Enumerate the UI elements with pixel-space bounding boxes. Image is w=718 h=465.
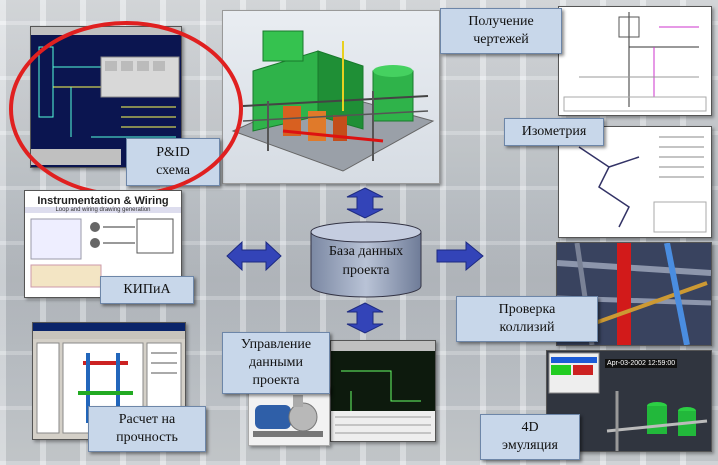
arrow-right	[436, 240, 484, 272]
plant-3d-model-image	[222, 10, 440, 184]
collision-check-label: Проверка коллизий	[456, 296, 598, 342]
pid-label: P&ID схема	[126, 138, 220, 186]
data-management-label: Управление данными проекта	[222, 332, 330, 394]
database-label: База данных проекта	[328, 244, 404, 278]
drawings-image	[558, 6, 712, 116]
data-management-image	[330, 340, 436, 442]
highlight-ring	[9, 21, 243, 197]
isometry-label: Изометрия	[504, 118, 604, 146]
kipia-label: КИПиА	[100, 276, 194, 304]
arrow-vertical-top	[346, 187, 384, 219]
emulation-timestamp: Apr-03-2002 12:59:00	[605, 359, 678, 368]
emulation-4d-label: 4D эмуляция	[480, 414, 580, 460]
pump-image	[248, 386, 330, 446]
strength-calculation-label: Расчет на прочность	[88, 406, 206, 452]
arrow-vertical-bottom	[346, 302, 384, 334]
drawings-label: Получение чертежей	[440, 8, 562, 54]
arrow-left-double	[226, 240, 282, 272]
instrumentation-title: Instrumentation & Wiring	[37, 195, 169, 207]
instrumentation-subtitle: Loop and wiring drawing generation	[25, 207, 181, 213]
project-database-cylinder	[310, 221, 422, 298]
